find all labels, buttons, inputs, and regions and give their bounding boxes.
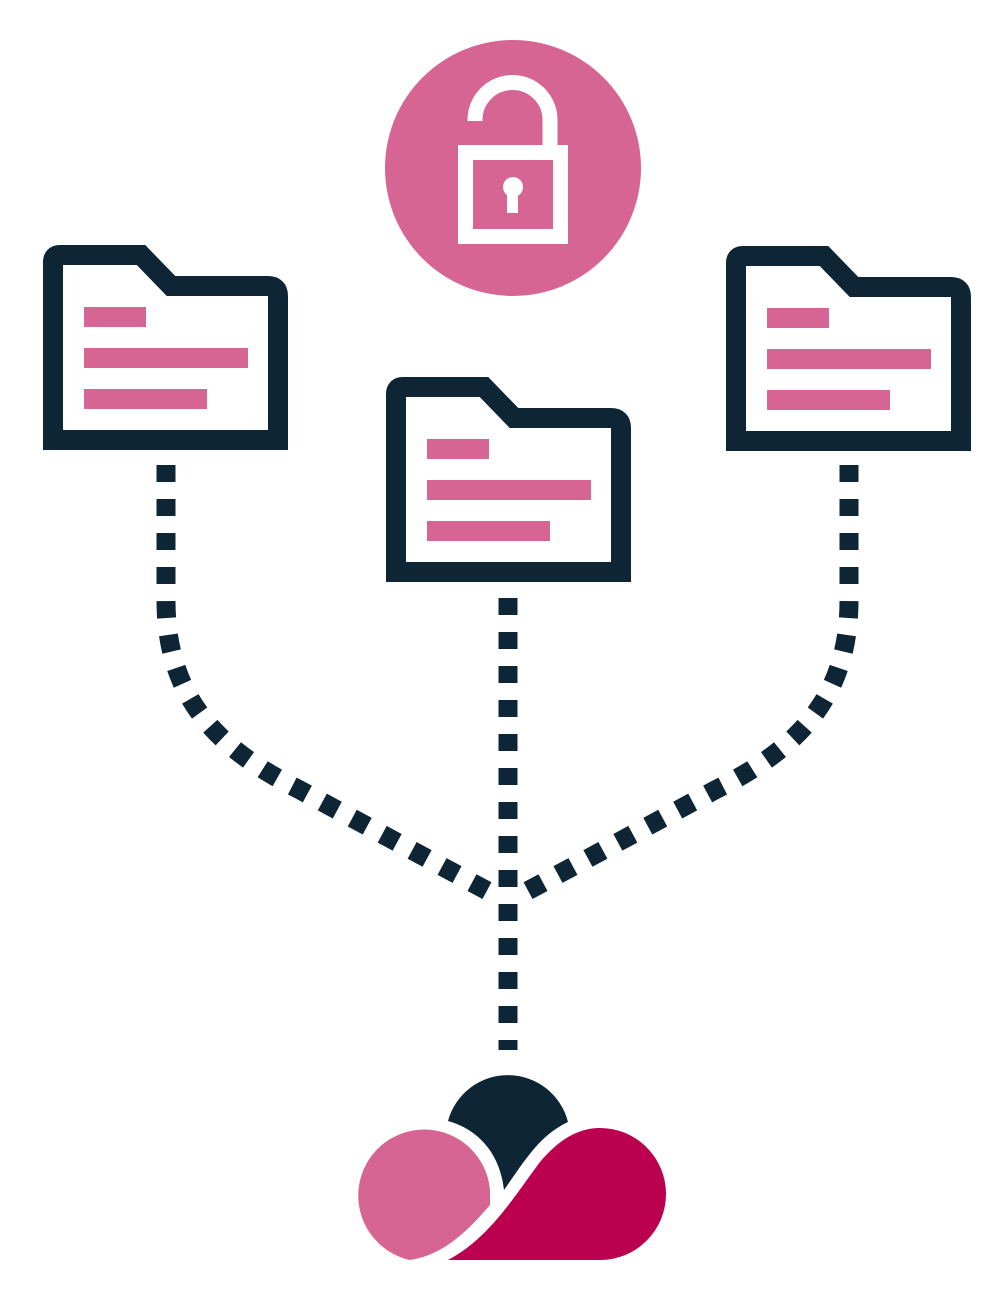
badge-circle [385, 40, 641, 296]
document-line [427, 521, 550, 541]
folder-outline [386, 377, 631, 582]
document-line [427, 439, 489, 459]
document-line [84, 348, 248, 368]
folder-document-icon [386, 377, 631, 582]
folder-outline [43, 245, 288, 450]
keyhole-icon [503, 177, 523, 213]
document-line [767, 349, 931, 369]
document-line [767, 308, 829, 328]
cloud-dark-lobe [448, 1075, 568, 1190]
unlocked-padlock-icon [458, 75, 568, 244]
folder-outline [726, 246, 971, 451]
document-line [767, 390, 890, 410]
unlock-badge [385, 40, 641, 296]
document-line [84, 307, 146, 327]
cloud-logo-icon [358, 1075, 666, 1260]
folder-document-icon [43, 245, 288, 450]
cloud-pink-lobe [358, 1129, 490, 1260]
document-line [427, 480, 591, 500]
folder-document-icon [726, 246, 971, 451]
cloud-magenta-lobe [448, 1128, 666, 1260]
connectors [156, 465, 859, 1050]
document-line [84, 389, 207, 409]
